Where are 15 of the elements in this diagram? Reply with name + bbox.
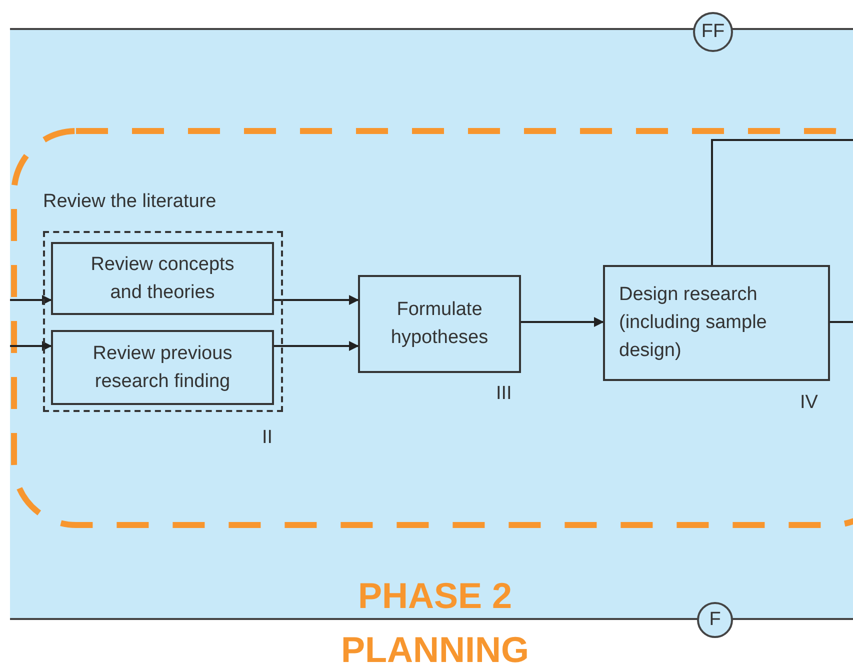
arrow <box>10 295 52 305</box>
process-box: Review previous research finding <box>51 330 274 405</box>
arrow <box>10 341 52 351</box>
process-box: Review concepts and theories <box>51 242 274 315</box>
step-number: IV <box>800 393 818 412</box>
arrow <box>274 295 359 305</box>
step-number: II <box>262 428 273 447</box>
step-number: III <box>496 384 512 403</box>
arrow <box>274 341 359 351</box>
phase-label: PHASE 2 <box>356 578 514 614</box>
arrow <box>521 317 604 327</box>
process-box: Design research (including sample design) <box>603 265 830 381</box>
process-box: Formulate hypotheses <box>358 275 521 373</box>
phase-label: PLANNING <box>340 632 530 667</box>
group-heading: Review the literature <box>43 192 216 211</box>
